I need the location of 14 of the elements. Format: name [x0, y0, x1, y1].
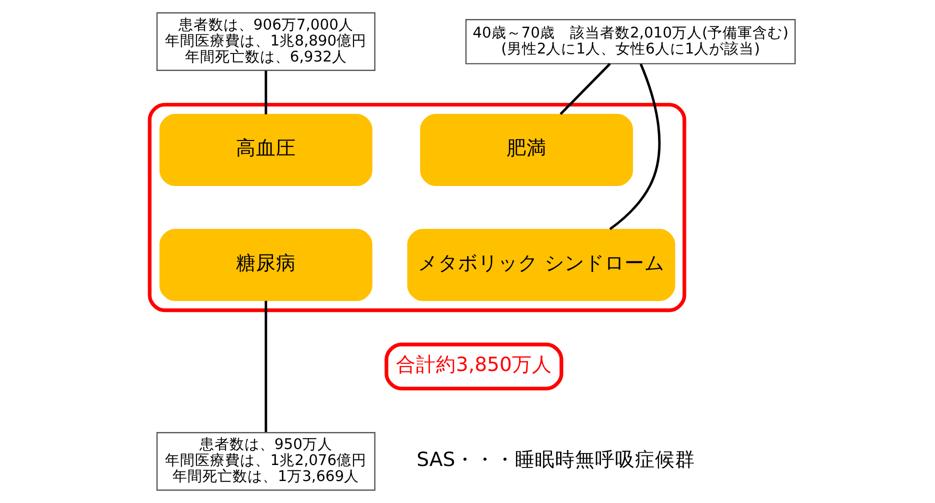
node-box: 高血圧 — [159, 114, 372, 186]
node-box: 40歳～70歳 該当者数2,010万人(予備軍含む) (男性2人に1人、女性6人に1人が該当) — [465, 19, 796, 64]
node-box: 合計約3,850万人 — [384, 342, 564, 390]
cluster — [148, 102, 686, 312]
node-box: 患者数は、906万7,000人 年間医療費は、1兆8,890億円 年間死亡数は、6,932人 — [156, 12, 376, 72]
connector — [264, 300, 268, 432]
connector — [560, 62, 611, 115]
node-box: メタボリック シンドローム — [407, 228, 676, 302]
node-box: 肥満 — [420, 114, 633, 186]
label: SAS・・・睡眠時無呼吸症候群 — [416, 448, 696, 471]
node-box: 糖尿病 — [159, 228, 372, 302]
connector — [609, 64, 661, 230]
node-box: 患者数は、950万人 年間医療費は、1兆2,076億円 年間死亡数は、1万3,669人 — [156, 432, 376, 491]
connector — [264, 70, 268, 114]
